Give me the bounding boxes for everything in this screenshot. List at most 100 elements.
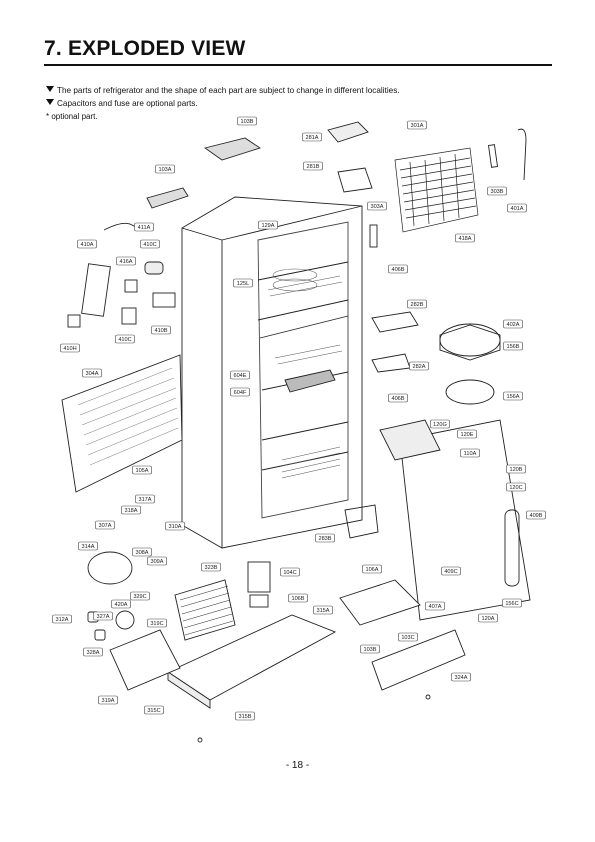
label-box (315, 533, 335, 543)
label-box (430, 419, 450, 429)
part-label: 120E (460, 432, 473, 438)
condenser-323b (174, 579, 236, 641)
part-label: 328A (86, 650, 99, 656)
part-label: 304A (85, 371, 98, 377)
part-label: 410B (154, 328, 167, 334)
label-box (455, 233, 475, 243)
part-label: 103A (158, 167, 171, 173)
label-box (132, 547, 152, 557)
label-box (147, 556, 167, 566)
label-box (302, 132, 322, 142)
part-label: 103B (363, 647, 376, 653)
door-liner (379, 419, 531, 621)
label-box (134, 222, 154, 232)
label-box (407, 299, 427, 309)
part-label: 315C (147, 708, 160, 714)
label-box (487, 186, 507, 196)
label-box (237, 116, 257, 126)
label-box (60, 343, 80, 353)
capacitor-418 (144, 261, 164, 275)
label-box (280, 567, 300, 577)
part-label: 604E (233, 373, 246, 379)
top-cap-281a (327, 121, 369, 143)
part-label: 125L (237, 281, 249, 287)
part-label: 310A (168, 524, 181, 530)
label-boxes (52, 116, 546, 721)
label-box (83, 647, 103, 657)
part-label: 406B (391, 396, 404, 402)
condenser-fins (179, 585, 234, 636)
page-number: - 18 - (285, 760, 310, 771)
note-parts-change: The parts of refrigerator and the shape … (46, 86, 400, 95)
part-label: 129A (261, 223, 274, 229)
fan-blade-156a (445, 379, 495, 405)
part-label: 410C (118, 337, 131, 343)
shelf-wires (267, 268, 343, 479)
label-box (303, 161, 323, 171)
page-title: 7. EXPLODED VIEW (44, 37, 246, 60)
fan-cover-156b (439, 323, 501, 357)
label-box (140, 239, 160, 249)
label-box (388, 393, 408, 403)
note-optional-part: * optional part. (46, 112, 98, 121)
part-label: 156B (506, 344, 519, 350)
clip-410h (67, 314, 81, 328)
part-label: 323B (204, 565, 217, 571)
fan-motor-104c (247, 561, 271, 593)
part-label: 104C (283, 570, 296, 576)
thermostat-sensor (517, 128, 527, 181)
label-box (506, 482, 526, 492)
compressor-307a (87, 551, 133, 585)
part-label: 314A (81, 544, 94, 550)
part-label: 410H (63, 346, 76, 352)
label-box (526, 510, 546, 520)
part-label: 401A (510, 206, 523, 212)
part-label: 418A (458, 236, 471, 242)
relay-box-410a (81, 263, 111, 317)
part-label: 406B (391, 267, 404, 273)
label-box (409, 361, 429, 371)
label-box (132, 465, 152, 475)
part-label: 282A (412, 364, 425, 370)
part-label: 319C (150, 621, 163, 627)
triangle-bullet-icon (46, 99, 54, 105)
triangle-bullet-icon (46, 86, 54, 92)
label-box (144, 705, 164, 715)
part-label: 120B (509, 467, 522, 473)
part-label: 156A (506, 394, 519, 400)
label-box (362, 564, 382, 574)
part-label: 156C (505, 601, 518, 607)
part-label: 110A (464, 451, 477, 457)
note-text: Capacitors and fuse are optional parts. (57, 99, 198, 108)
label-box (288, 593, 308, 603)
label-box (441, 566, 461, 576)
label-box (147, 618, 167, 628)
label-box (503, 391, 523, 401)
label-box (201, 562, 221, 572)
top-cover-103b (203, 137, 262, 161)
bracket-282a (371, 353, 411, 373)
hinge-283b (344, 504, 379, 539)
screw-324a (425, 694, 431, 700)
note-text: The parts of refrigerator and the shape … (57, 86, 400, 95)
label-box (398, 632, 418, 642)
label-box (502, 598, 522, 608)
part-label: 308A (135, 550, 148, 556)
part-label: 407A (428, 604, 441, 610)
part-label: 416A (119, 259, 132, 265)
part-label: 319A (101, 698, 114, 704)
label-box (235, 711, 255, 721)
foot-328a (94, 629, 106, 641)
label-box (460, 448, 480, 458)
part-label: 282B (410, 302, 423, 308)
part-label: 106A (365, 567, 378, 573)
label-box (77, 239, 97, 249)
label-box (155, 164, 175, 174)
part-label: 106B (291, 596, 304, 602)
fan-106b (249, 594, 269, 608)
bracket-410b (152, 292, 176, 308)
part-label: 420A (114, 602, 127, 608)
part-label: 309A (150, 559, 163, 565)
label-box (78, 541, 98, 551)
part-label: 324A (454, 675, 467, 681)
